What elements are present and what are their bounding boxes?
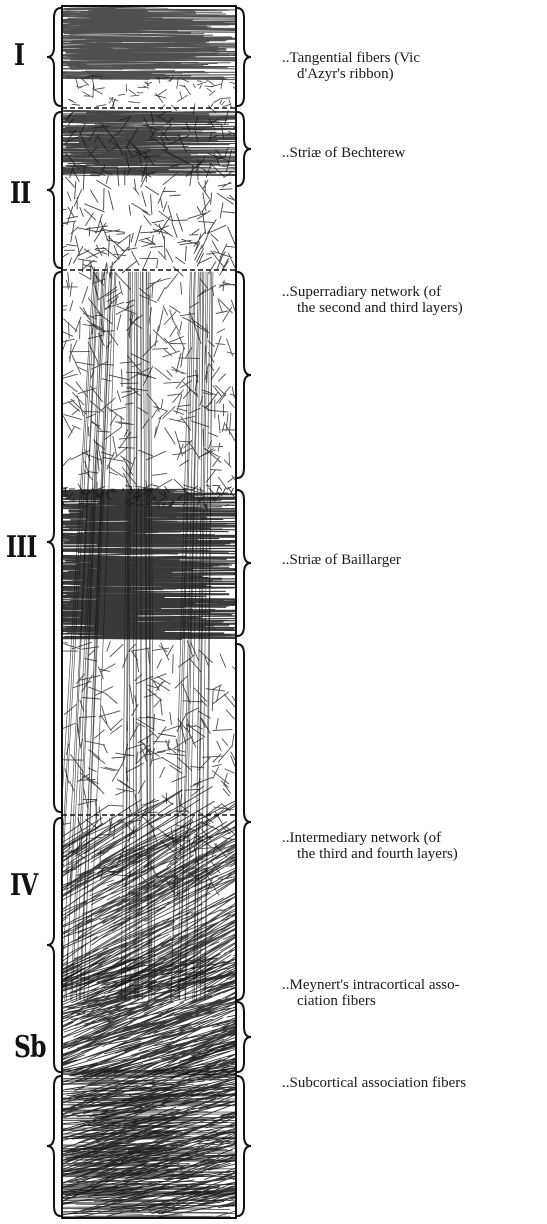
layer-label-III: III xyxy=(6,530,37,565)
annotation-line: the second and third layers) xyxy=(282,300,463,316)
layer-label-II: II xyxy=(10,176,30,211)
left-braces xyxy=(47,8,61,1216)
right-braces xyxy=(237,8,251,1216)
annotation-line: ..Intermediary network (of xyxy=(282,830,441,846)
layer-label-I: I xyxy=(14,38,24,73)
right-brace-baillarger xyxy=(237,490,251,636)
left-brace-Sb xyxy=(47,1076,61,1216)
left-brace-I xyxy=(47,8,61,106)
annotation-line: ..Striæ of Baillarger xyxy=(282,552,401,568)
left-brace-II xyxy=(47,112,61,268)
right-brace-bechterew xyxy=(237,112,251,186)
annotation-line: the third and fourth layers) xyxy=(282,846,458,862)
annotation-intermediary-network: ..Intermediary network (of the third and… xyxy=(282,830,458,862)
left-brace-III xyxy=(47,272,61,812)
annotation-line: ..Subcortical association fibers xyxy=(282,1075,466,1091)
annotation-striae-bechterew: ..Striæ of Bechterew xyxy=(282,145,405,161)
fiber-column-texture xyxy=(22,6,395,1218)
annotation-line: ..Meynert's intracortical asso- xyxy=(282,977,460,993)
right-brace-tangential xyxy=(237,8,251,106)
annotation-line: d'Azyr's ribbon) xyxy=(282,66,420,82)
annotation-line: ciation fibers xyxy=(282,993,460,1009)
layer-label-Sb: Sb xyxy=(14,1030,46,1065)
annotation-striae-baillarger: ..Striæ of Baillarger xyxy=(282,552,401,568)
right-brace-superradiary xyxy=(237,272,251,478)
annotation-tangential-fibers: ..Tangential fibers (Vic d'Azyr's ribbon… xyxy=(282,50,420,82)
tangential-lower-fibers-strokes xyxy=(68,76,241,115)
left-brace-IV xyxy=(47,818,61,1072)
annotation-subcortical-fibers: ..Subcortical association fibers xyxy=(282,1075,466,1091)
right-brace-subcortical xyxy=(237,1076,251,1216)
annotation-superradiary-network: ..Superradiary network (of the second an… xyxy=(282,284,463,316)
right-brace-intermediary xyxy=(237,644,251,1000)
tangential-lower-fibers xyxy=(68,76,241,115)
annotation-line: ..Striæ of Bechterew xyxy=(282,145,405,161)
annotation-meynert-fibers: ..Meynert's intracortical asso- ciation … xyxy=(282,977,460,1009)
layer-label-IV: IV xyxy=(10,868,38,903)
annotation-line: ..Tangential fibers (Vic xyxy=(282,50,420,66)
right-brace-meynert xyxy=(237,1002,251,1072)
annotation-line: ..Superradiary network (of xyxy=(282,284,441,300)
